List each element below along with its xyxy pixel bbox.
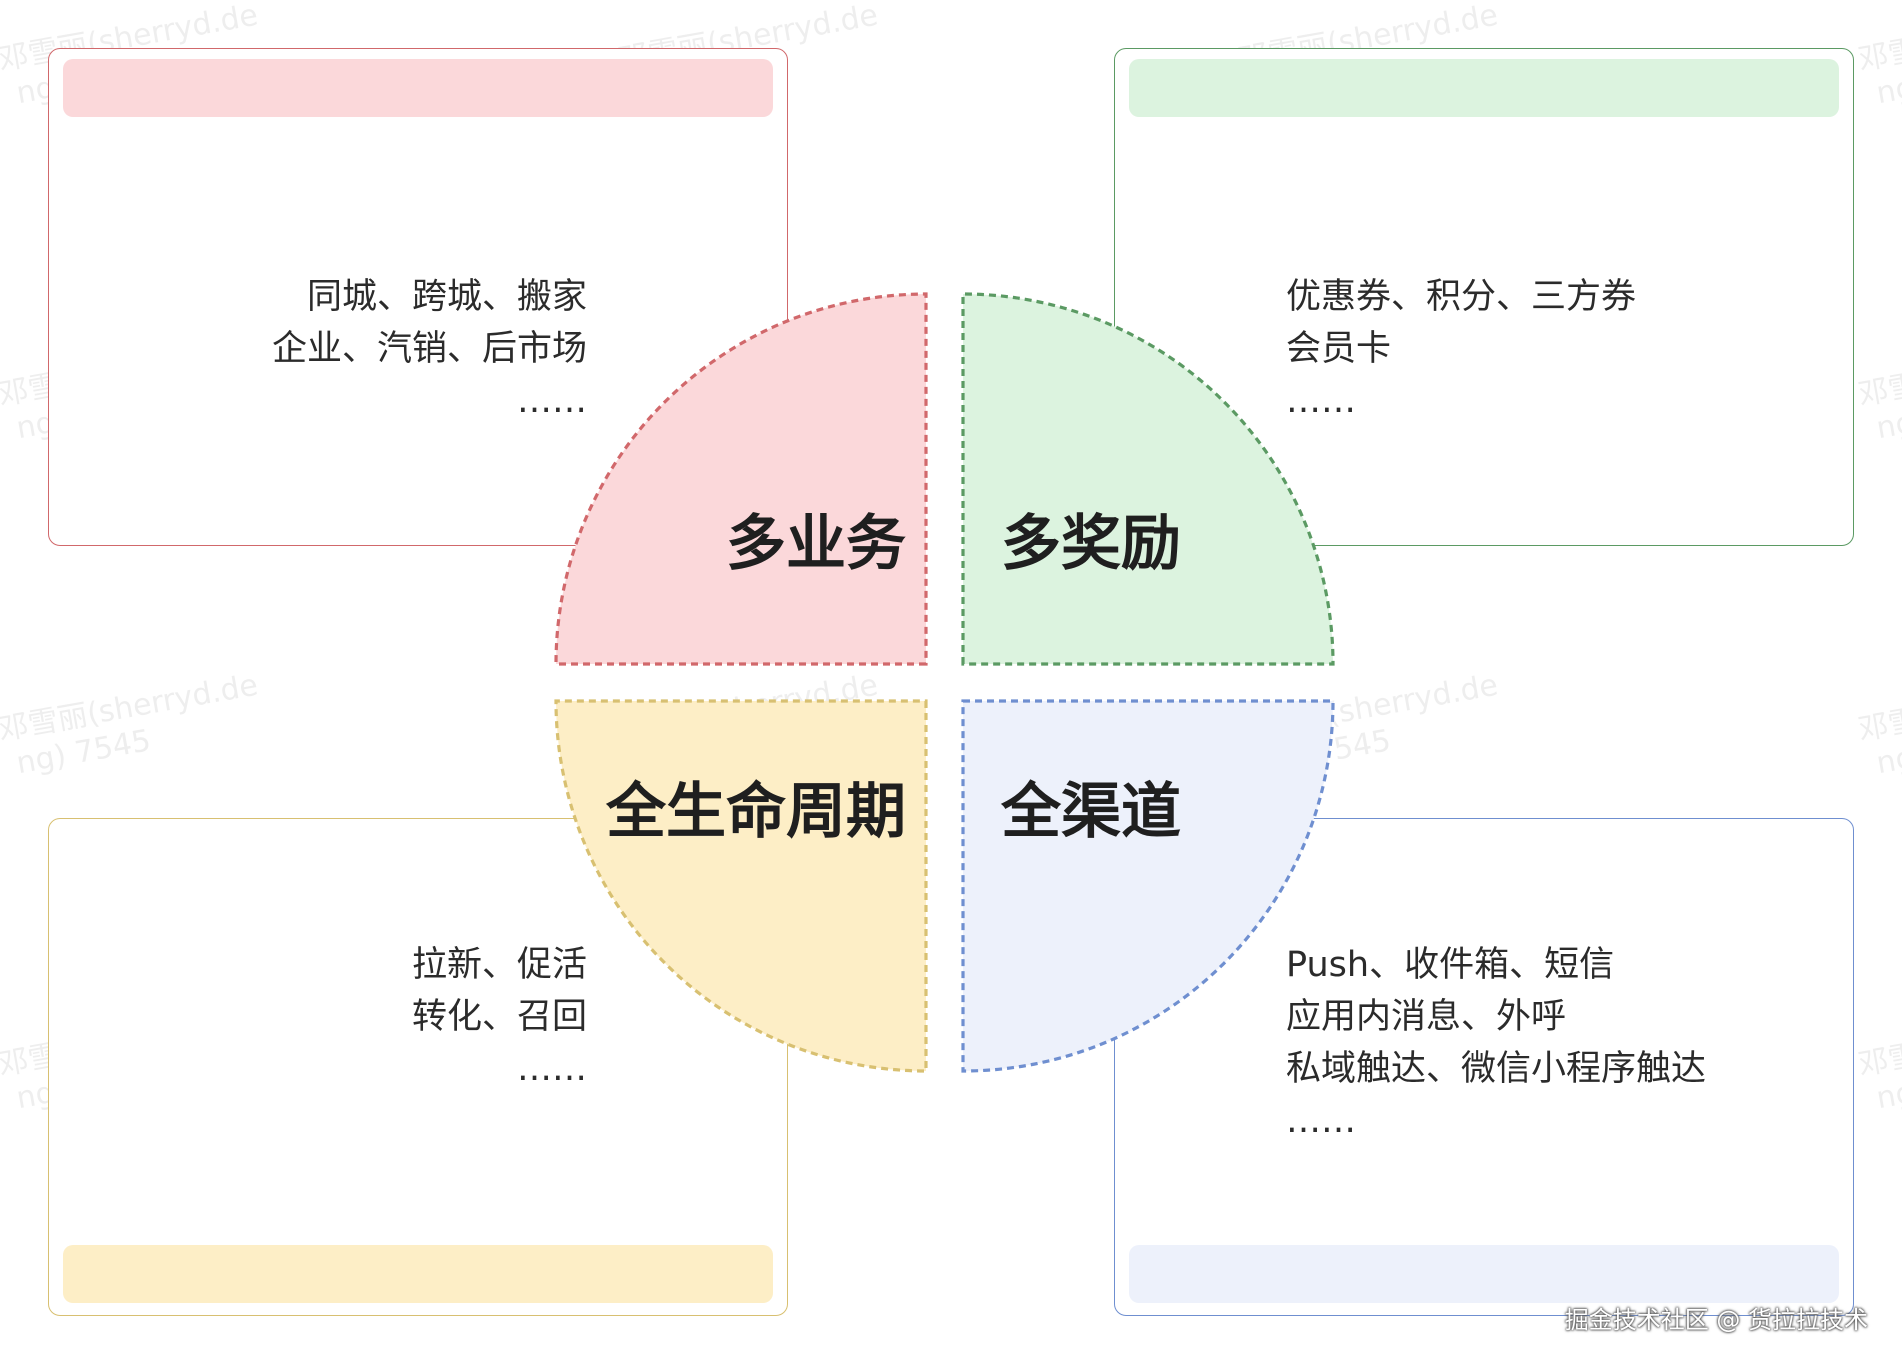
reward-line-3: ……: [1286, 381, 1356, 421]
channel-card-footer-bar: [1129, 1245, 1839, 1303]
lifecycle-card-text: 拉新、促活 转化、召回 ……: [412, 939, 587, 1095]
lifecycle-line-2: 转化、召回: [411, 997, 587, 1037]
reward-card-header-bar: [1129, 59, 1839, 117]
channel-line-3: 私域触达、微信小程序触达: [1286, 1049, 1707, 1089]
channel-card-text: Push、收件箱、短信 应用内消息、外呼 私域触达、微信小程序触达 ……: [1286, 939, 1706, 1147]
reward-label: 多奖励: [1001, 509, 1181, 579]
business-line-2: 企业、汽销、后市场: [271, 329, 587, 369]
business-card-header-bar: [63, 59, 773, 117]
reward-line-2: 会员卡: [1286, 329, 1392, 369]
reward-card-text: 优惠券、积分、三方券 会员卡 ……: [1286, 271, 1636, 427]
channel-line-4: ……: [1286, 1101, 1356, 1141]
business-quadrant: [554, 292, 928, 666]
footer-credit: 掘金技术社区 @ 货拉拉技术: [1564, 1306, 1868, 1334]
lifecycle-line-3: ……: [517, 1049, 587, 1089]
channel-quadrant: [961, 699, 1335, 1073]
business-card: 同城、跨城、搬家 企业、汽销、后市场 ……: [48, 48, 788, 546]
lifecycle-quadrant: [554, 699, 928, 1073]
business-line-1: 同城、跨城、搬家: [306, 277, 587, 317]
reward-quadrant: [961, 292, 1335, 666]
channel-line-2: 应用内消息、外呼: [1286, 997, 1567, 1037]
business-label: 多业务: [726, 509, 906, 579]
reward-line-1: 优惠券、积分、三方券: [1286, 277, 1637, 317]
channel-line-1: Push、收件箱、短信: [1286, 945, 1615, 985]
lifecycle-label: 全生命周期: [606, 777, 906, 847]
business-line-3: ……: [517, 381, 587, 421]
lifecycle-card-footer-bar: [63, 1245, 773, 1303]
channel-label: 全渠道: [1001, 777, 1181, 847]
lifecycle-line-1: 拉新、促活: [411, 945, 587, 985]
reward-card: 优惠券、积分、三方券 会员卡 ……: [1114, 48, 1854, 546]
business-card-text: 同城、跨城、搬家 企业、汽销、后市场 ……: [272, 271, 587, 427]
